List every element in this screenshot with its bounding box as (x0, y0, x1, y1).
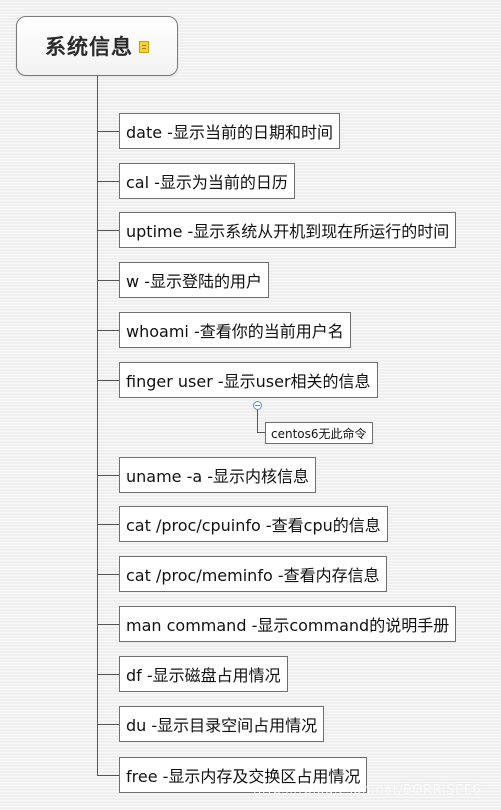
connector-branch (97, 574, 119, 575)
connector-branch (97, 475, 119, 476)
connector-trunk (97, 76, 98, 776)
connector-branch (97, 230, 119, 231)
connector-branch (97, 380, 119, 381)
collapse-icon[interactable] (253, 401, 262, 410)
connector-branch (97, 674, 119, 675)
topic-du[interactable]: du -显示目录空间占用情况 (119, 706, 325, 742)
topic-date[interactable]: date -显示当前的日期和时间 (119, 113, 340, 149)
root-topic[interactable]: 系统信息 (16, 16, 178, 76)
topic-df[interactable]: df -显示磁盘占用情况 (119, 656, 288, 692)
topic-man[interactable]: man command -显示command的说明手册 (119, 606, 457, 642)
watermark: https://blog.csdn.net/BORRISEE6 (253, 783, 482, 798)
topic-free[interactable]: free -显示内存及交换区占用情况 (119, 757, 368, 793)
topic-uptime[interactable]: uptime -显示系统从开机到现在所运行的时间 (119, 212, 457, 248)
connector-branch (97, 131, 119, 132)
connector-branch (97, 330, 119, 331)
note-icon[interactable] (139, 41, 149, 53)
connector-branch (97, 724, 119, 725)
connector-sub (257, 410, 258, 432)
connector-branch (97, 280, 119, 281)
connector-branch (97, 181, 119, 182)
connector-sub (257, 432, 265, 433)
topic-w[interactable]: w -显示登陆的用户 (119, 262, 269, 298)
topic-whoami[interactable]: whoami -查看你的当前用户名 (119, 312, 351, 348)
topic-finger[interactable]: finger user -显示user相关的信息 (119, 362, 378, 398)
connector-branch (97, 624, 119, 625)
connector-branch (97, 524, 119, 525)
connector-branch (97, 775, 119, 776)
subtopic-centos-note[interactable]: centos6无此命令 (265, 422, 373, 444)
topic-meminfo[interactable]: cat /proc/meminfo -查看内存信息 (119, 556, 387, 592)
root-topic-title: 系统信息 (45, 35, 133, 59)
topic-uname[interactable]: uname -a -显示内核信息 (119, 457, 317, 493)
topic-cpuinfo[interactable]: cat /proc/cpuinfo -查看cpu的信息 (119, 506, 388, 542)
topic-cal[interactable]: cal -显示为当前的日历 (119, 163, 295, 199)
